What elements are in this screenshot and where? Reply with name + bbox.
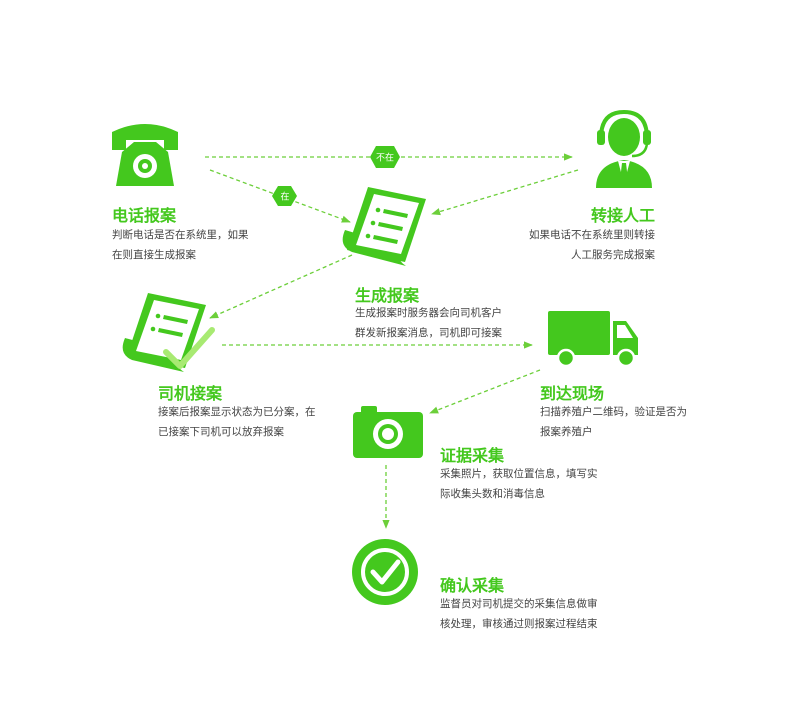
step-desc-arrive: 扫描养殖户二维码，验证是否为 报案养殖户: [540, 402, 687, 442]
document-scroll-icon: [342, 187, 426, 266]
hex-badge-in: [272, 186, 297, 206]
desc-line: 判断电话是否在系统里，如果: [112, 229, 249, 241]
hex-label-in: 在: [280, 192, 290, 203]
step-desc-confirm: 监督员对司机提交的采集信息做审 核处理，审核通过则报案过程结束: [440, 594, 598, 634]
truck-icon: [548, 311, 638, 368]
hex-badge-not-in: [370, 146, 400, 168]
step-desc-phone: 判断电话是否在系统里，如果 在则直接生成报案: [112, 225, 249, 265]
connector-arrive-to-evidence: [429, 369, 541, 414]
desc-line: 群发新报案消息，司机即可接案: [355, 327, 502, 339]
step-title-phone: 电话报案: [112, 206, 177, 225]
connector-generate-to-driver: [209, 254, 353, 319]
step-desc-generate: 生成报案时服务器会向司机客户 群发新报案消息，司机即可接案: [355, 303, 502, 343]
desc-line: 在则直接生成报案: [112, 249, 196, 261]
step-title-generate: 生成报案: [355, 286, 420, 305]
telephone-icon: [112, 124, 178, 186]
check-circle-icon: [352, 539, 418, 605]
desc-line: 如果电话不在系统里则转接: [529, 229, 655, 241]
step-title-driver: 司机接案: [158, 384, 223, 403]
desc-line: 核处理，审核通过则报案过程结束: [440, 618, 598, 630]
desc-line: 采集照片，获取位置信息，填写实: [440, 468, 598, 480]
desc-line: 际收集头数和消毒信息: [440, 488, 545, 500]
step-desc-driver: 接案后报案显示状态为已分案，在 已接案下司机可以放弃报案: [158, 402, 316, 442]
desc-line: 生成报案时服务器会向司机客户: [355, 307, 502, 319]
camera-icon: [353, 406, 423, 458]
desc-line: 监督员对司机提交的采集信息做审: [440, 598, 598, 610]
step-title-arrive: 到达现场: [540, 384, 605, 403]
desc-line: 已接案下司机可以放弃报案: [158, 426, 284, 438]
desc-line: 人工服务完成报案: [571, 249, 655, 261]
step-title-evidence: 证据采集: [440, 446, 505, 465]
hex-label-not-in: 不在: [375, 153, 395, 164]
connector-manual-to-generate: [431, 169, 579, 216]
desc-line: 扫描养殖户二维码，验证是否为: [540, 406, 687, 418]
step-title-manual: 转接人工: [590, 206, 655, 225]
step-desc-evidence: 采集照片，获取位置信息，填写实 际收集头数和消毒信息: [440, 464, 598, 504]
desc-line: 报案养殖户: [540, 426, 593, 438]
document-check-icon: [122, 293, 215, 372]
step-title-confirm: 确认采集: [440, 576, 505, 595]
connector-phone-to-generate: [209, 169, 351, 223]
operator-headset-icon: [596, 109, 652, 188]
step-desc-manual: 如果电话不在系统里则转接 人工服务完成报案: [505, 225, 655, 265]
desc-line: 接案后报案显示状态为已分案，在: [158, 406, 316, 418]
